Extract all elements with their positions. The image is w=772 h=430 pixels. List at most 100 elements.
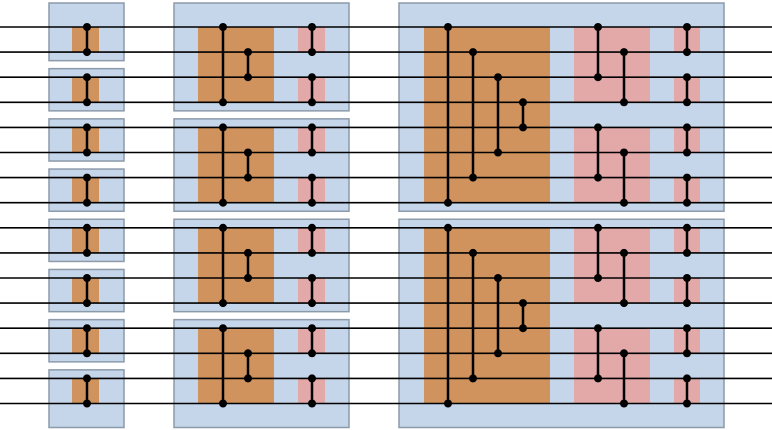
comparator-dot (83, 274, 91, 282)
cleaner-region (574, 27, 650, 103)
cleaner-region (574, 227, 650, 304)
comparator-dot (219, 98, 227, 107)
comparator-dot (683, 349, 691, 358)
comparator-dot (244, 73, 252, 82)
comparator-dot (683, 399, 691, 408)
comparator-dot (594, 374, 602, 383)
comparator-dot (519, 123, 527, 132)
comparator-dot (620, 399, 628, 408)
comparator-dot (620, 48, 628, 57)
comparator-dot (683, 274, 691, 282)
comparator-dot (683, 73, 691, 82)
comparator-dot (620, 148, 628, 157)
comparator-dot (494, 73, 502, 82)
comparator-dot (83, 173, 91, 182)
comparator-dot (469, 173, 477, 182)
comparator-dot (83, 23, 91, 31)
comparator-dot (244, 48, 252, 57)
merge-region (198, 27, 274, 103)
comparator-dot (308, 248, 316, 257)
comparator-dot (469, 374, 477, 383)
comparator-dot (594, 23, 602, 31)
comparator-dot (308, 73, 316, 82)
comparator-dot (219, 23, 227, 31)
comparator-dot (519, 98, 527, 107)
comparator-dot (469, 48, 477, 57)
comparator-dot (83, 248, 91, 257)
comparator-dot (594, 324, 602, 333)
comparator-dot (83, 48, 91, 57)
comparator-dot (83, 148, 91, 157)
comparator-dot (308, 148, 316, 157)
merge-region (72, 278, 99, 304)
comparator-dot (83, 198, 91, 207)
comparator-dot (244, 349, 252, 358)
comparator-dot (594, 274, 602, 282)
comparator-dot (594, 73, 602, 82)
comparator-dot (594, 173, 602, 182)
comparator-dot (244, 173, 252, 182)
comparator-dot (308, 349, 316, 358)
comparator-dot (219, 198, 227, 207)
comparator-dot (683, 173, 691, 182)
comparator-dot (620, 349, 628, 358)
comparator-dot (244, 274, 252, 282)
comparator-dot (244, 374, 252, 383)
comparator-dot (683, 223, 691, 232)
comparator-dot (683, 123, 691, 132)
comparator-dot (444, 198, 452, 207)
comparator-dot (308, 399, 316, 408)
comparator-dot (83, 324, 91, 333)
comparator-dot (308, 274, 316, 282)
comparator-dot (494, 349, 502, 358)
comparator-dot (683, 324, 691, 333)
merge-region (72, 27, 99, 53)
comparator-dot (308, 98, 316, 107)
comparator-dot (83, 223, 91, 232)
comparator-dot (244, 148, 252, 157)
comparator-dot (519, 324, 527, 333)
comparator-dot (444, 399, 452, 408)
comparator-dot (620, 98, 628, 107)
comparator-dot (219, 399, 227, 408)
merge-region (198, 127, 274, 203)
comparator-dot (683, 198, 691, 207)
comparator-dot (444, 23, 452, 31)
comparator-dot (244, 248, 252, 257)
network-blocks (48, 2, 725, 429)
comparators (83, 23, 691, 408)
comparator-dot (494, 148, 502, 157)
comparator-dot (519, 299, 527, 308)
comparator-dot (683, 374, 691, 383)
comparator-dot (683, 248, 691, 257)
comparator-dot (219, 324, 227, 333)
comparator-dot (444, 223, 452, 232)
comparator-dot (683, 98, 691, 107)
merge-region (72, 127, 99, 153)
comparator-dot (83, 374, 91, 383)
comparator-dot (219, 299, 227, 308)
comparator-dot (308, 23, 316, 31)
merge-region (72, 378, 99, 404)
merge-region (72, 77, 99, 103)
comparator-dot (308, 198, 316, 207)
comparator-dot (683, 299, 691, 308)
comparator-dot (308, 299, 316, 308)
merge-region (424, 27, 550, 203)
comparator-dot (83, 73, 91, 82)
comparator-dot (620, 198, 628, 207)
comparator-dot (83, 98, 91, 107)
comparator-dot (594, 123, 602, 132)
comparator-dot (308, 123, 316, 132)
comparator-dot (308, 223, 316, 232)
comparator-dot (683, 48, 691, 57)
comparator-dot (83, 349, 91, 358)
comparator-dot (683, 148, 691, 157)
cleaner-region (574, 127, 650, 203)
comparator-dot (83, 399, 91, 408)
merge-region (198, 227, 274, 304)
comparator-dot (219, 123, 227, 132)
merge-region (424, 227, 550, 404)
merge-region (72, 177, 99, 203)
